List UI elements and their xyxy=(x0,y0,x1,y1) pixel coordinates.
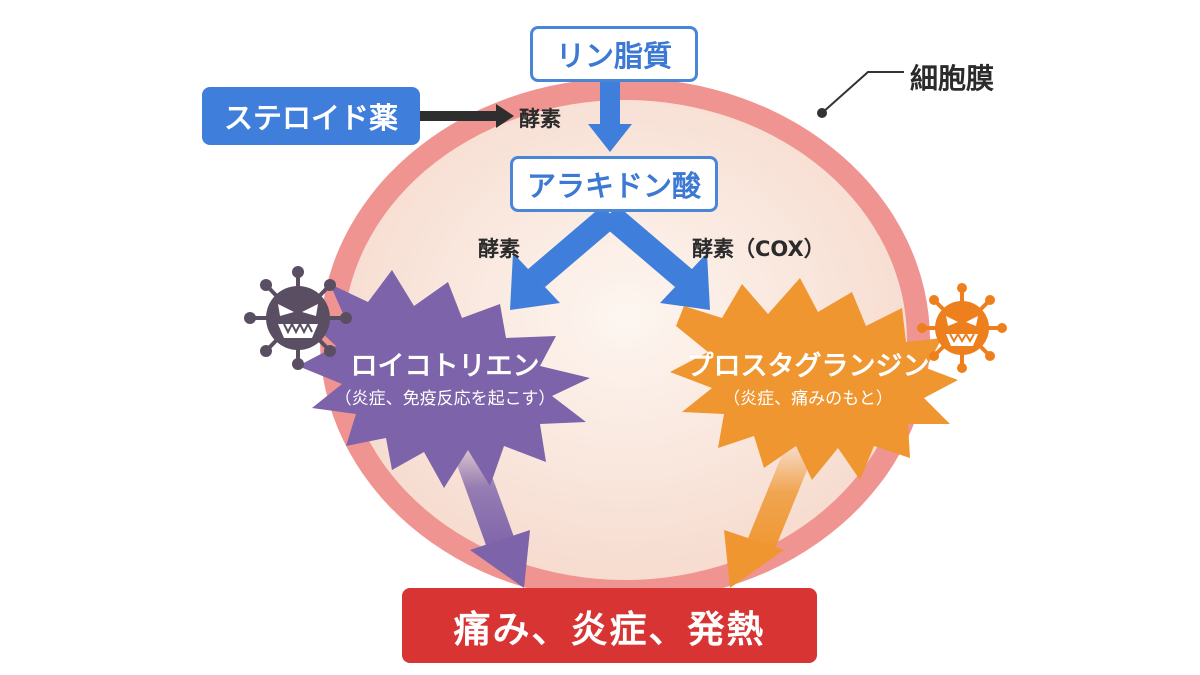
prostaglandin-burst xyxy=(670,278,958,480)
enzyme-steroid-label: 酵素 xyxy=(519,107,561,131)
phospholipid-label: リン脂質 xyxy=(555,39,672,73)
leukotriene-label: ロイコトリエン xyxy=(350,351,540,382)
leukotriene-note: （炎症、免疫反応を起こす） xyxy=(334,389,556,409)
arachidonic-acid-box: アラキドン酸 xyxy=(510,156,718,212)
steroid-arrow xyxy=(420,104,514,128)
steroid-box: ステロイド薬 xyxy=(202,87,420,145)
arachidonic-to-prostaglandin-arrow xyxy=(600,206,710,310)
arachidonic-to-leukotriene-arrow xyxy=(510,206,620,310)
steroid-label: ステロイド薬 xyxy=(223,101,398,135)
result-box: 痛み、炎症、発熱 xyxy=(402,588,817,663)
left-germ-icon xyxy=(244,266,352,370)
cell-membrane-pointer xyxy=(821,71,904,114)
prostaglandin-label: プロスタグランジン xyxy=(686,351,930,382)
prostaglandin-to-result-arrow xyxy=(724,440,816,588)
enzyme-left-label: 酵素 xyxy=(478,237,520,261)
leukotriene-burst xyxy=(298,270,590,488)
phospholipid-box: リン脂質 xyxy=(530,26,698,82)
leukotriene-to-result-arrow xyxy=(448,432,530,588)
phospholipid-to-arachidonic-arrow xyxy=(588,82,632,152)
prostaglandin-note: （炎症、痛みのもと） xyxy=(723,389,893,409)
cell-membrane-label: 細胞膜 xyxy=(910,62,995,95)
enzyme-right-label: 酵素（COX） xyxy=(692,237,825,261)
right-germ-icon xyxy=(917,283,1007,373)
result-label: 痛み、炎症、発熱 xyxy=(453,607,766,651)
arachidonic-acid-label: アラキドン酸 xyxy=(526,169,701,203)
cell-membrane-dot xyxy=(817,108,827,118)
